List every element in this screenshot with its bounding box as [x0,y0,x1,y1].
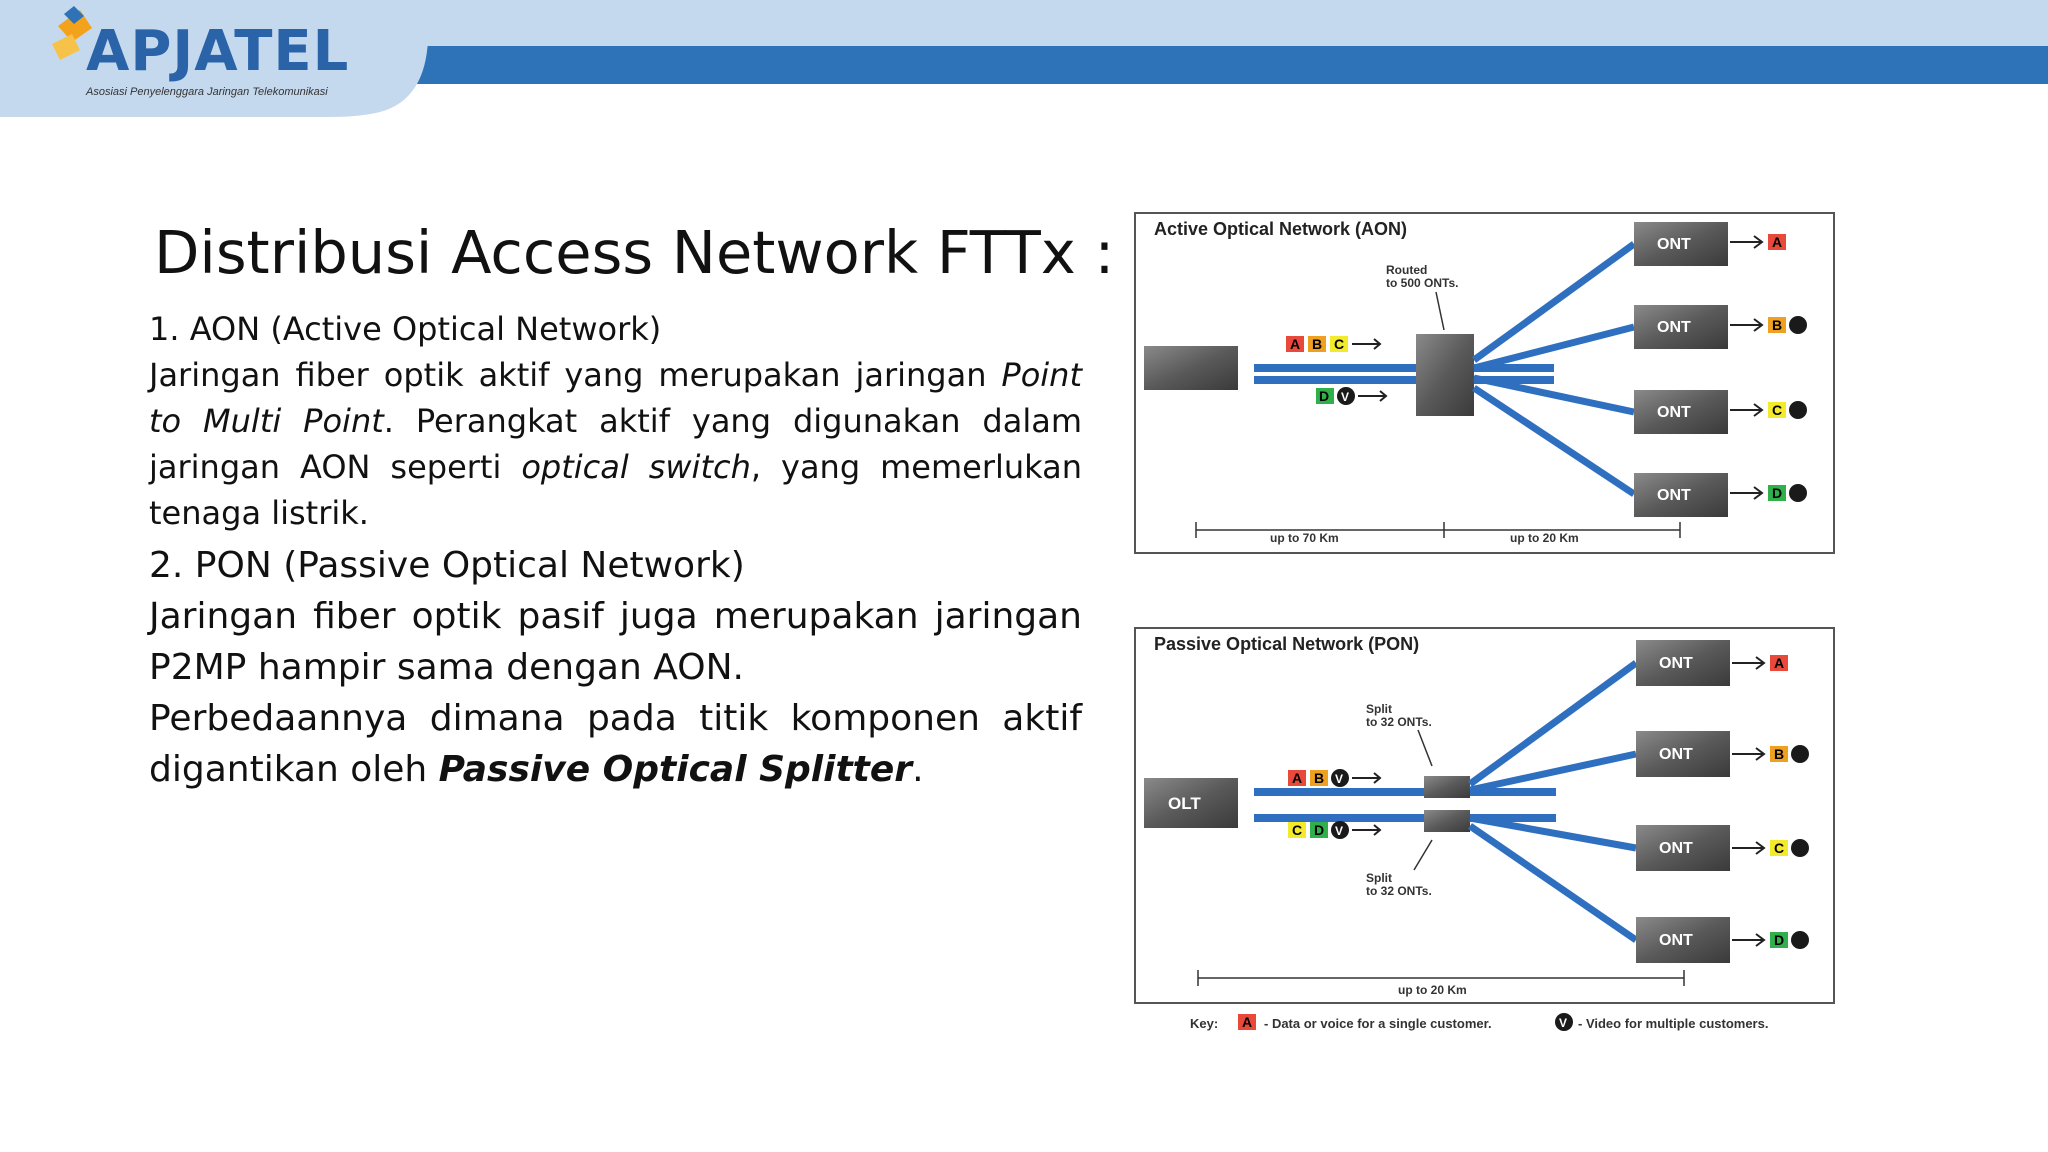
key-data-swatch: A [1242,1014,1252,1030]
aon-ont-label-2: ONT [1657,319,1691,336]
pon-ont-label-1: ONT [1659,655,1693,672]
olt-box [1144,778,1238,828]
aon-feed-a: A [1290,336,1300,352]
pon-split-note-2b: to 32 ONTs. [1366,884,1432,898]
aon-text-italic-2: optical switch [521,448,751,486]
aon-ont-group: ONT ONT ONT ONT [1634,222,1728,517]
aon-ont-label-3: ONT [1657,404,1691,421]
aon-feed-b: B [1312,336,1322,352]
co-equipment [1144,346,1238,390]
aon-description: Jaringan fiber optik aktif yang merupaka… [149,352,1082,536]
pon-out-b: B [1774,746,1784,762]
pon-ont-label-3: ONT [1659,840,1693,857]
pon-out-a: A [1774,655,1784,671]
pon-out-c: C [1774,840,1784,856]
pon-text-bold-italic: Passive Optical Splitter [438,749,913,790]
aon-out-b: B [1772,317,1782,333]
pon-feed-v1: V [1335,772,1343,786]
pon-ont-label-2: ONT [1659,746,1693,763]
optical-switch [1416,334,1474,416]
key-video-swatch: V [1559,1016,1567,1030]
pon-ont-label-4: ONT [1659,932,1693,949]
aon-text-2: . Perangkat aktif yang digunakan dalam j… [149,402,1083,486]
logo-subtitle: Asosiasi Penyelenggara Jaringan Telekomu… [86,86,328,98]
aon-text-italic-1: Point to Multi Point [149,356,1082,440]
pon-heading: 2. PON (Passive Optical Network) [149,545,745,586]
pon-distance: up to 20 Km [1398,983,1467,997]
splitter-top [1424,776,1470,798]
aon-heading: 1. AON (Active Optical Network) [149,310,662,348]
pon-description: Jaringan fiber optik pasif juga merupaka… [149,596,1082,688]
aon-title: Active Optical Network (AON) [1154,219,1407,239]
aon-distance-left: up to 70 Km [1270,531,1339,545]
pon-feed-c: C [1292,822,1302,838]
pon-text-2: Perbedaannya dimana pada titik komponen … [149,698,1082,790]
pon-feed-v2: V [1335,824,1343,838]
key-data-text: - Data or voice for a single customer. [1264,1016,1492,1031]
pon-split-note-1a: Split [1366,702,1392,716]
aon-out-a: A [1772,234,1782,250]
aon-feed-v: V [1341,390,1349,404]
pon-feed-b: B [1314,770,1324,786]
page-title: Distribusi Access Network FTTx : [154,218,1115,287]
pon-section: 2. PON (Passive Optical Network) Jaringa… [149,540,1082,795]
pon-split-note-2a: Split [1366,871,1392,885]
pon-description-2: Perbedaannya dimana pada titik komponen … [149,693,1082,795]
pon-text-end: . [912,749,924,790]
pon-diagram: Passive Optical Network (PON) Split to 3… [1134,627,1835,1031]
pon-feed-d: D [1314,822,1324,838]
splitter-bottom [1424,810,1470,832]
pon-split-note-1b: to 32 ONTs. [1366,715,1432,729]
pon-feed-a: A [1292,770,1302,786]
aon-ont-label-4: ONT [1657,487,1691,504]
aon-feed-c: C [1334,336,1344,352]
aon-out-d: D [1772,485,1782,501]
aon-ont-label-1: ONT [1657,236,1691,253]
aon-out-c: C [1772,402,1782,418]
key-video-text: - Video for multiple customers. [1578,1016,1768,1031]
key-label: Key: [1190,1016,1218,1031]
aon-feed-d: D [1319,388,1329,404]
pon-out-d: D [1774,932,1784,948]
header-band [0,0,2048,117]
logo-text: APJATEL [86,19,350,84]
aon-distance-right: up to 20 Km [1510,531,1579,545]
aon-note-2: to 500 ONTs. [1386,276,1458,290]
aon-note-1: Routed [1386,263,1427,277]
aon-diagram: Active Optical Network (AON) Routed to 5… [1134,212,1835,554]
aon-text-1: Jaringan fiber optik aktif yang merupaka… [149,356,1002,394]
aon-text-3: , yang memerlukan tenaga listrik. [149,448,1083,532]
olt-label: OLT [1168,794,1201,813]
pon-ont-group: ONT ONT ONT ONT [1636,640,1730,963]
aon-section: 1. AON (Active Optical Network) Jaringan… [149,306,1082,536]
pon-title: Passive Optical Network (PON) [1154,634,1419,654]
